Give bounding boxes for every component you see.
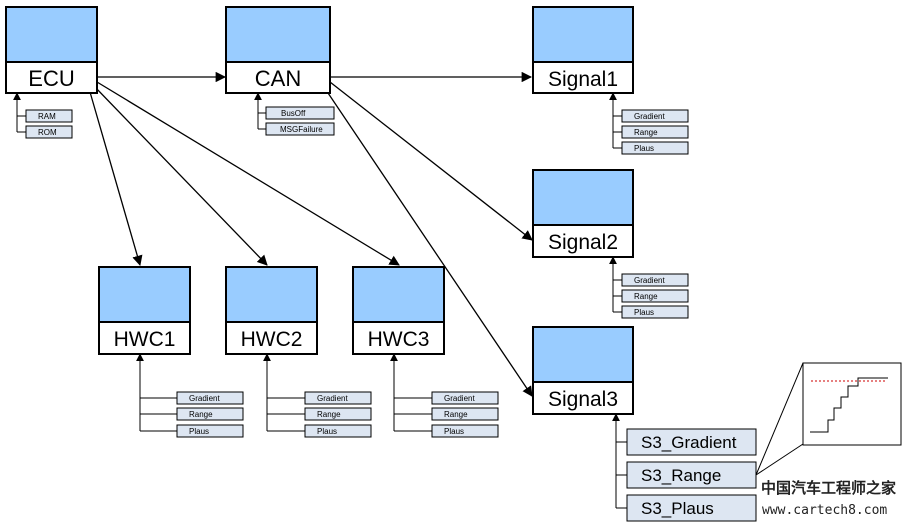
can-children: BusOff MSGFailure — [258, 93, 335, 136]
block-ecu-label: ECU — [28, 66, 74, 91]
hwc2-child-2: Plaus — [317, 427, 337, 436]
hwc2-child-0: Gradient — [317, 394, 348, 403]
range-zoom-callout — [755, 362, 902, 476]
signal3-child-1: S3_Range — [641, 466, 721, 485]
block-signal3: Signal3 — [532, 326, 634, 415]
block-signal1-label: Signal1 — [548, 68, 618, 91]
block-ecu: ECU — [5, 6, 98, 94]
signal2-child-2: Plaus — [634, 308, 654, 317]
edge-ecu-hwc1 — [89, 91, 143, 266]
hwc2-children: Gradient Range Plaus — [267, 354, 372, 438]
range-step-curve — [810, 377, 888, 433]
hwc2-child-1: Range — [317, 410, 341, 419]
block-signal2: Signal2 — [532, 169, 634, 258]
edge-ecu-hwc3 — [96, 81, 400, 266]
ecu-child-1: ROM — [38, 128, 57, 137]
block-hwc3-label: HWC3 — [368, 328, 430, 351]
block-can-label: CAN — [255, 66, 301, 91]
hwc3-child-2: Plaus — [444, 427, 464, 436]
hwc1-child-1: Range — [189, 410, 213, 419]
watermark-line1: 中国汽车工程师之家 — [761, 479, 896, 497]
edge-can-signal2 — [329, 81, 533, 241]
block-hwc1-label: HWC1 — [114, 328, 176, 351]
signal1-child-2: Plaus — [634, 144, 654, 153]
hwc3-child-0: Gradient — [444, 394, 475, 403]
block-hwc2: HWC2 — [225, 266, 318, 355]
hwc3-child-1: Range — [444, 410, 468, 419]
signal2-child-1: Range — [634, 292, 658, 301]
edge-ecu-hwc2 — [93, 85, 268, 266]
hwc1-child-2: Plaus — [189, 427, 209, 436]
signal3-child-0: S3_Gradient — [641, 433, 737, 452]
watermark-line2: www.cartech8.com — [762, 503, 887, 518]
block-hwc3: HWC3 — [352, 266, 445, 355]
hwc3-children: Gradient Range Plaus — [394, 354, 499, 438]
ecu-children: RAM ROM — [17, 93, 73, 139]
block-signal2-label: Signal2 — [548, 231, 618, 254]
signal2-children: Gradient Range Plaus — [613, 257, 689, 319]
signal3-children: S3_Gradient S3_Range S3_Plaus — [616, 414, 757, 522]
block-can: CAN — [225, 6, 331, 94]
signal2-child-0: Gradient — [634, 276, 665, 285]
block-hwc1: HWC1 — [98, 266, 191, 355]
can-child-0: BusOff — [281, 109, 306, 118]
can-child-1: MSGFailure — [280, 125, 323, 134]
edge-can-signal3 — [325, 89, 533, 397]
signal1-children: Gradient Range Plaus — [613, 93, 689, 155]
signal1-child-0: Gradient — [634, 112, 665, 121]
block-signal1: Signal1 — [532, 6, 634, 94]
signal1-child-1: Range — [634, 128, 658, 137]
watermark: 中国汽车工程师之家 www.cartech8.com — [761, 479, 896, 518]
block-signal3-label: Signal3 — [548, 388, 618, 411]
signal3-child-2: S3_Plaus — [641, 499, 714, 518]
hwc1-children: Gradient Range Plaus — [140, 354, 244, 438]
ecu-child-0: RAM — [38, 112, 56, 121]
block-hwc2-label: HWC2 — [241, 328, 303, 351]
hwc1-child-0: Gradient — [189, 394, 220, 403]
